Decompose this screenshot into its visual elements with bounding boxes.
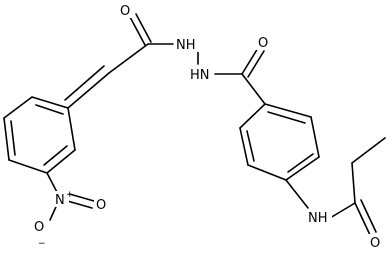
bond-ring2-c	[247, 164, 287, 181]
bond-amide-c-o-a	[354, 202, 371, 236]
bond-ring1-f	[31, 96, 69, 109]
atom-nh-amide: NH	[308, 211, 328, 226]
bond-ring1-c	[8, 159, 48, 174]
atom-labels: O NH HN O N + O − O NH O	[32, 2, 384, 251]
bond-ring2-inner-b	[287, 153, 314, 173]
bond-c-vinyl	[108, 43, 149, 74]
bond-ring2-inner-c	[267, 111, 306, 124]
bonds	[3, 13, 386, 236]
bond-ring2-f	[264, 103, 312, 118]
atom-o-nitro-left-charge: −	[38, 239, 46, 249]
atom-n-nitro: N	[55, 193, 65, 208]
bond-carbonyl-top-b	[135, 13, 152, 43]
atom-n-nitro-charge: +	[66, 190, 74, 200]
bond-carbonyl-mid-a	[241, 47, 259, 75]
bond-ring2-b	[239, 127, 249, 166]
bond-ring1-e	[3, 96, 33, 119]
atom-hn-lower: HN	[190, 68, 210, 83]
bond-ring2-d	[285, 156, 320, 181]
bond-ring1-b	[46, 149, 76, 174]
bond-nitro-o-right-a	[65, 192, 95, 202]
bond-ring1-inner-c	[35, 104, 64, 115]
bond-carbonyl-mid-b	[247, 50, 265, 78]
bond-vinyl-double-a	[67, 72, 110, 109]
bond-amide-c-ch2	[351, 162, 356, 204]
bond-ring2-e	[310, 116, 320, 158]
bond-ring1-a	[67, 107, 76, 151]
bond-ring1-d	[3, 117, 10, 161]
bond-amide-c-o-b	[360, 199, 377, 233]
bond-ring1-inner-b	[10, 120, 16, 156]
atom-o-nitro-right: O	[96, 198, 106, 213]
atom-o-carbonyl-top: O	[120, 4, 130, 19]
bond-ch2-ch3	[351, 137, 386, 164]
bond-c-ring2	[241, 73, 266, 105]
bond-carbonyl-top-a	[129, 16, 146, 46]
bond-ring1-inner-a	[43, 145, 68, 166]
bond-ring2-a	[239, 103, 266, 129]
atom-o-carbonyl-mid: O	[258, 36, 268, 51]
bond-vinyl-double-b	[64, 65, 105, 101]
bond-ring2-inner-a	[246, 130, 255, 162]
atom-nh-upper: NH	[176, 38, 196, 53]
atom-o-nitro-left: O	[34, 220, 44, 235]
atom-o-amide: O	[370, 236, 380, 251]
bond-ring2-nh	[285, 179, 309, 209]
bond-nh-c-amide	[329, 202, 356, 219]
